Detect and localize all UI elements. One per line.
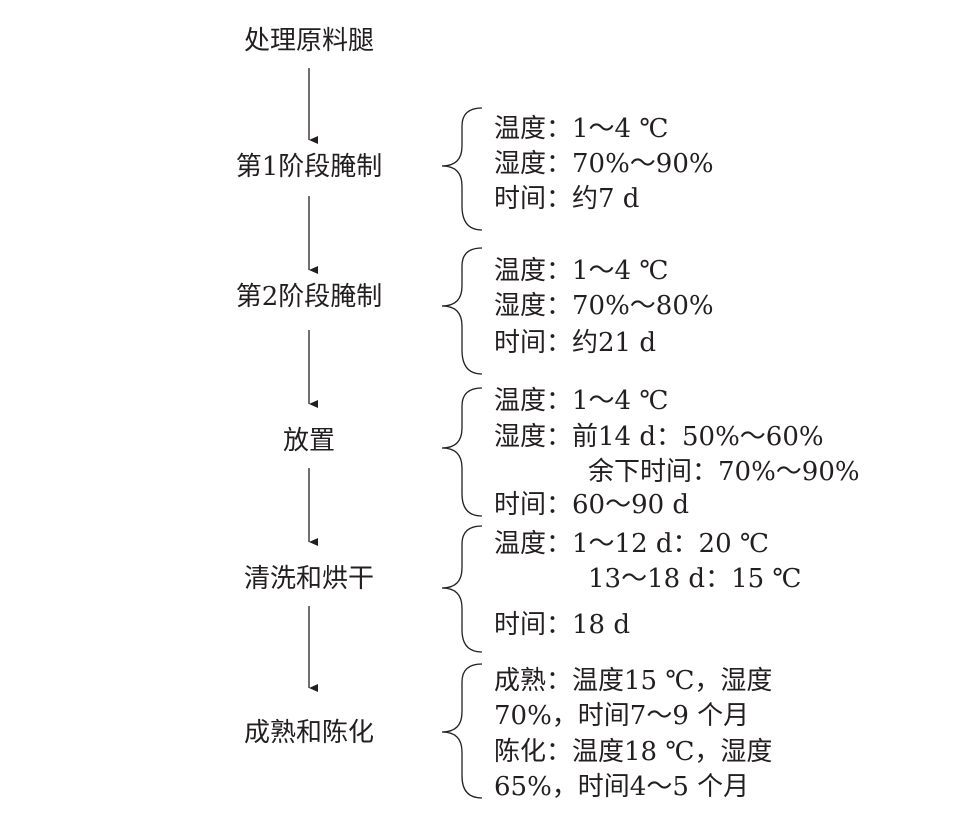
step-label-5: 清洗和烘干 bbox=[243, 564, 375, 594]
brace-step-4 bbox=[441, 525, 483, 653]
step-label-3: 第2阶段腌制 bbox=[235, 282, 383, 312]
detail-aging-1: 陈化：温度18 ℃，湿度 bbox=[494, 737, 773, 767]
detail-temperature: 温度：1～4 ℃ bbox=[494, 114, 669, 144]
detail-humidity: 湿度：前14 d：50%～60% bbox=[494, 422, 824, 452]
detail-maturation-2: 70%，时间7～9 个月 bbox=[494, 701, 750, 731]
step-label-1: 处理原料腿 bbox=[243, 26, 375, 56]
detail-humidity: 湿度：70%～90% bbox=[494, 149, 714, 179]
step-label-4: 放置 bbox=[282, 426, 336, 456]
detail-time: 时间：18 d bbox=[494, 610, 630, 640]
detail-time: 时间：约7 d bbox=[494, 184, 640, 214]
step-label-2: 第1阶段腌制 bbox=[235, 152, 383, 182]
detail-maturation-1: 成熟：温度15 ℃，湿度 bbox=[494, 666, 773, 696]
detail-temperature: 温度：1～12 d：20 ℃ bbox=[494, 529, 769, 559]
detail-temperature-later: 13～18 d：15 ℃ bbox=[588, 564, 802, 594]
step-label-6: 成熟和陈化 bbox=[243, 718, 375, 748]
detail-aging-2: 65%，时间4～5 个月 bbox=[494, 772, 750, 802]
brace-step-1 bbox=[441, 107, 483, 231]
detail-temperature: 温度：1～4 ℃ bbox=[494, 386, 669, 416]
detail-temperature: 温度：1～4 ℃ bbox=[494, 256, 669, 286]
brace-step-3 bbox=[441, 387, 483, 517]
detail-humidity: 湿度：70%～80% bbox=[494, 291, 714, 321]
brace-step-5 bbox=[441, 663, 483, 799]
brace-step-2 bbox=[441, 247, 483, 375]
detail-time: 时间：约21 d bbox=[494, 328, 656, 358]
detail-humidity-remaining: 余下时间：70%～90% bbox=[588, 457, 860, 487]
detail-time: 时间：60～90 d bbox=[494, 490, 690, 520]
